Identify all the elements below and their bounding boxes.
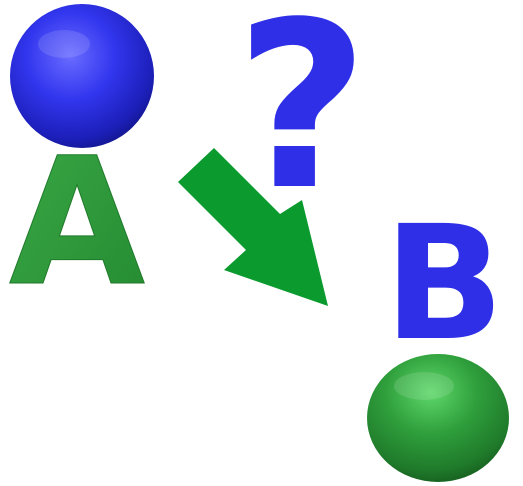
label-a: A [9, 120, 145, 325]
green-sphere-icon [367, 354, 509, 482]
blue-sphere-icon [10, 4, 154, 148]
label-b: B [384, 192, 504, 376]
question-mark-icon: ? [235, 0, 368, 241]
arrow-down-right-icon [178, 148, 328, 306]
